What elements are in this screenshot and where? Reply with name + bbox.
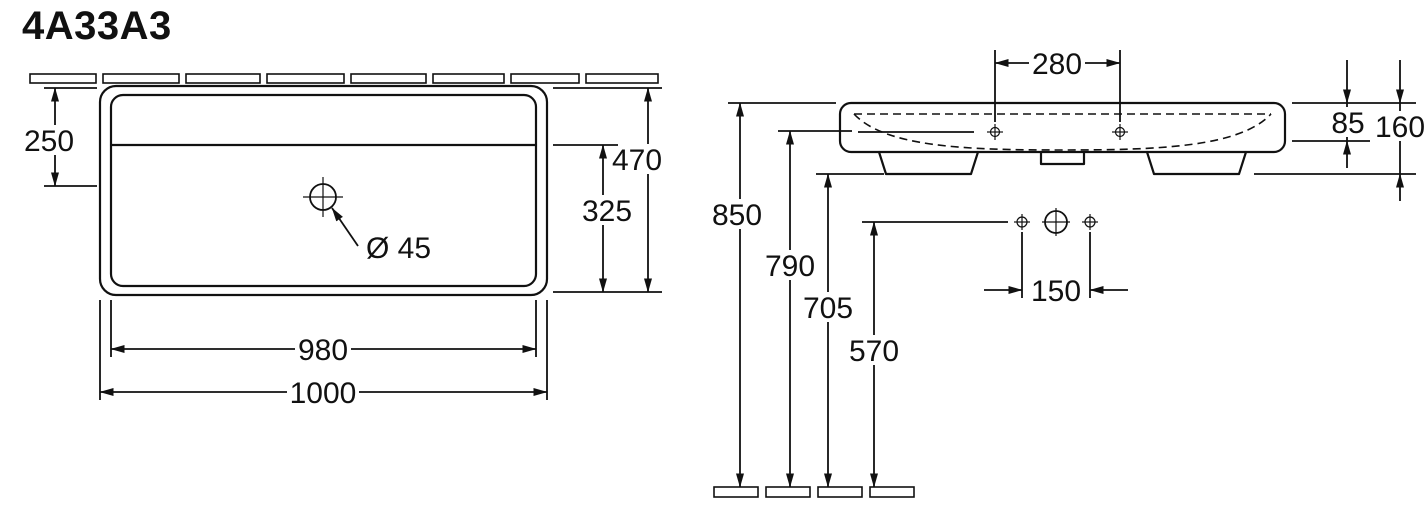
- dim-height-rim: 850: [709, 102, 836, 488]
- dim-height-fixing-holes: 790: [762, 130, 852, 488]
- label-bg: [21, 125, 77, 155]
- basin-top-outline: [98, 84, 549, 297]
- dim-width-total: 1000: [99, 300, 548, 410]
- dim-depth-total: 470: [553, 87, 665, 293]
- dim-depth-back: 250: [21, 87, 97, 187]
- wall-hatch-segment: [266, 73, 345, 84]
- label-bg: [579, 195, 635, 225]
- dim-width-total-label: 1000: [290, 377, 357, 410]
- label-bg: [762, 250, 818, 280]
- label-bg: [1371, 111, 1427, 141]
- dim-height-outlet: 570: [846, 221, 1008, 488]
- side-view: 280 85 160: [709, 48, 1427, 498]
- dim-total-height-label: 160: [1375, 111, 1425, 144]
- bowl-hidden-profile: [853, 113, 1272, 151]
- dim-depth-front-label: 325: [582, 195, 632, 228]
- label-bg: [800, 292, 856, 322]
- drain-leader-line: [331, 207, 359, 247]
- dim-depth-total-label: 470: [612, 144, 662, 177]
- floor-hatch: [713, 486, 915, 498]
- dim-fixing-hole-spacing: 150: [984, 232, 1128, 308]
- top-view: Ø 45 250 470: [21, 73, 665, 410]
- dim-height-underside-label: 705: [803, 292, 853, 325]
- dim-width-inner-label: 980: [298, 334, 348, 367]
- basin-outer-edge: [98, 84, 549, 297]
- dim-tap-hole-spacing-label: 280: [1032, 48, 1082, 81]
- dim-height-underside: 705: [800, 173, 884, 488]
- dim-height-fixing-holes-label: 790: [765, 250, 815, 283]
- dim-rim-height-label: 85: [1331, 107, 1364, 140]
- dim-fixing-hole-spacing-label: 150: [1031, 275, 1081, 308]
- mounting-tab-right: [1145, 150, 1248, 176]
- label-bg: [1327, 107, 1367, 137]
- wall-hatch: [29, 73, 659, 84]
- wall-hatch-segment: [432, 73, 505, 84]
- wall-hatch-segment: [29, 73, 97, 84]
- label-bg: [609, 144, 665, 174]
- wall-hatch-segment: [350, 73, 427, 84]
- floor-hatch-segment: [869, 486, 915, 498]
- floor-hatch-segment: [765, 486, 811, 498]
- wall-hatch-segment: [510, 73, 580, 84]
- label-bg: [295, 334, 351, 364]
- dim-height-outlet-label: 570: [849, 335, 899, 368]
- dim-heights-right: 85 160: [1254, 60, 1427, 201]
- model-number: 4A33A3: [22, 4, 172, 48]
- floor-hatch-segment: [817, 486, 863, 498]
- mounting-tab-left: [877, 150, 980, 176]
- drain-hole: Ø 45: [303, 177, 431, 265]
- wall-hatch-segment: [585, 73, 659, 84]
- dim-width-inner: 980: [110, 300, 537, 367]
- basin-inner-rim: [109, 93, 538, 288]
- basin-side-outline: [838, 101, 1287, 176]
- tap-holes: [987, 124, 1128, 140]
- dim-drain-diameter-label: Ø 45: [366, 232, 431, 265]
- label-bg: [287, 377, 359, 407]
- label-bg: [846, 335, 902, 365]
- dim-depth-back-label: 250: [24, 125, 74, 158]
- dim-tap-hole-spacing: 280: [994, 48, 1121, 122]
- wall-hatch-segment: [102, 73, 180, 84]
- dim-height-rim-label: 850: [712, 199, 762, 232]
- basin-rim-profile: [838, 101, 1287, 154]
- floor-hatch-segment: [713, 486, 759, 498]
- dim-depth-front: 325: [553, 144, 635, 293]
- drain-notch: [1039, 150, 1086, 166]
- label-bg: [1029, 48, 1085, 78]
- wall-hatch-segment: [185, 73, 261, 84]
- fixing-holes: [1014, 208, 1098, 236]
- label-bg: [709, 199, 765, 229]
